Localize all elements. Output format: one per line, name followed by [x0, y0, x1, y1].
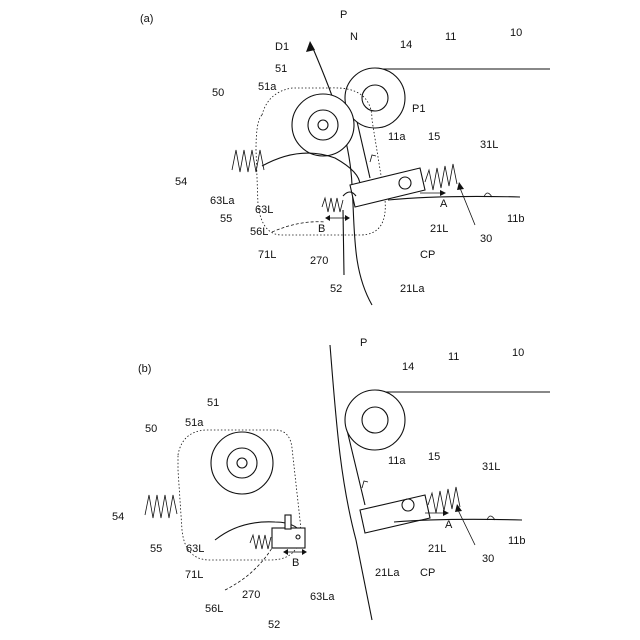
- label-30-b: 30: [482, 553, 494, 565]
- label-b: (b): [138, 363, 151, 375]
- label-21L: 21L: [430, 223, 448, 235]
- label-31L-b: 31L: [482, 461, 500, 473]
- belt-lower-line: [388, 196, 520, 200]
- guide-11a-b: [362, 481, 368, 488]
- label-63L: 63L: [255, 204, 273, 216]
- label-54: 54: [175, 176, 187, 188]
- label-D1: D1: [275, 41, 289, 53]
- label-55-b: 55: [150, 543, 162, 555]
- label-52-b: 52: [268, 619, 280, 631]
- label-11a: 11a: [388, 131, 406, 143]
- label-56L-b: 56L: [205, 603, 223, 615]
- spring-71L: [322, 198, 343, 212]
- label-B-b: B: [292, 557, 299, 569]
- label-63La: 63La: [210, 195, 235, 207]
- arrow-30-head: [457, 182, 464, 190]
- dash-56L-b: [225, 548, 272, 590]
- label-54-b: 54: [112, 511, 124, 523]
- label-270: 270: [310, 255, 328, 267]
- label-31L: 31L: [480, 139, 498, 151]
- pin-52: [285, 515, 291, 529]
- arrow-a-head: [440, 190, 446, 196]
- label-51a-b: 51a: [185, 417, 204, 429]
- label-15-b: 15: [428, 451, 440, 463]
- label-14-b: 14: [402, 361, 414, 373]
- label-CP-b: CP: [420, 567, 435, 579]
- label-B: B: [318, 223, 325, 235]
- spring-54-b: [145, 495, 177, 518]
- label-P-b: P: [360, 337, 367, 349]
- label-11-b: 11: [448, 351, 459, 363]
- label-51a: 51a: [258, 81, 277, 93]
- label-55: 55: [220, 213, 232, 225]
- label-30: 30: [480, 233, 492, 245]
- label-63L-b: 63L: [186, 543, 204, 555]
- arrow-a-head-b: [443, 510, 449, 516]
- label-15: 15: [428, 131, 440, 143]
- label-CP: CP: [420, 249, 435, 261]
- slider-21L-b: [360, 495, 430, 533]
- label-10: 10: [510, 27, 522, 39]
- slider-21L: [350, 168, 425, 207]
- label-52: 52: [330, 283, 342, 295]
- arrow-b-head-left: [325, 215, 330, 221]
- label-51-b: 51: [207, 397, 219, 409]
- shaft-52: [343, 210, 344, 275]
- label-N: N: [350, 31, 358, 43]
- label-21L-b: 21L: [428, 543, 446, 555]
- sheet-p-b: [330, 345, 372, 620]
- panel-b: (b) P 14 11 10 51 51a 50 11a 15 31L 54 A…: [112, 337, 550, 631]
- panel-a: (a) P D1 N 14 11 10 51 51a 50 P1 11a 15 …: [140, 9, 550, 305]
- roller-51: [292, 94, 354, 156]
- roller-14-b: [345, 390, 405, 450]
- label-50: 50: [212, 87, 224, 99]
- roller-14: [345, 68, 405, 128]
- label-a: (a): [140, 13, 153, 25]
- arrow-b-head-right-b: [302, 549, 307, 555]
- label-270-b: 270: [242, 589, 260, 601]
- label-A-b: A: [445, 519, 453, 531]
- spring-31L: [425, 164, 457, 190]
- roller-51-b: [211, 432, 273, 494]
- label-50-b: 50: [145, 423, 157, 435]
- arrow-30-head-b: [455, 504, 462, 512]
- label-56L: 56L: [250, 226, 268, 238]
- label-71L-b: 71L: [185, 569, 203, 581]
- label-10-b: 10: [512, 347, 524, 359]
- lever-55: [262, 153, 360, 185]
- label-63La-b: 63La: [310, 591, 335, 603]
- spring-31L-b: [428, 487, 460, 513]
- label-P: P: [340, 9, 347, 21]
- arrow-b-head-right: [345, 215, 350, 221]
- arrow-30: [460, 188, 475, 225]
- label-71L: 71L: [258, 249, 276, 261]
- spring-71L-b: [250, 535, 271, 549]
- label-A: A: [440, 198, 448, 210]
- label-21La: 21La: [400, 283, 425, 295]
- guide-11a: [370, 155, 376, 162]
- arrow-b-head-left-b: [283, 549, 288, 555]
- label-11b: 11b: [507, 213, 525, 225]
- spring-54: [232, 150, 264, 172]
- label-21La-b: 21La: [375, 567, 400, 579]
- arrow-30-b: [458, 510, 475, 545]
- label-P1: P1: [412, 103, 425, 115]
- label-11b-b: 11b: [508, 535, 526, 547]
- label-51: 51: [275, 63, 287, 75]
- label-11a-b: 11a: [388, 455, 406, 467]
- label-14: 14: [400, 39, 412, 51]
- label-11: 11: [445, 31, 456, 43]
